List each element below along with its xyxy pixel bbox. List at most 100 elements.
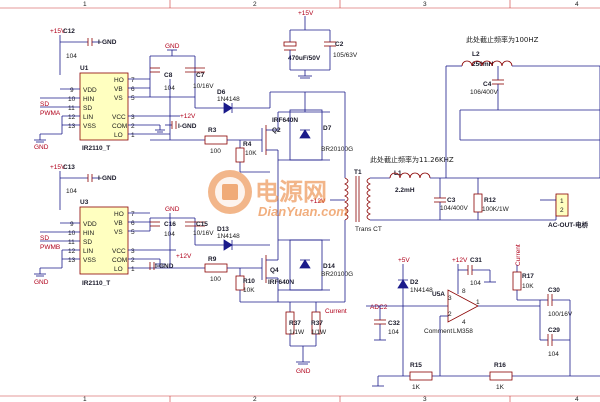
- ic-u3-ref: U3: [80, 199, 89, 206]
- sd-net-bot: SD: [40, 235, 49, 242]
- svg-text:COM: COM: [112, 123, 127, 130]
- current-net-bot: Current: [325, 308, 347, 315]
- c32-ref: C32: [388, 320, 400, 327]
- r3-value: 100: [210, 148, 221, 155]
- c15-ref: C15: [196, 221, 208, 228]
- col-label-1: 1: [83, 1, 87, 8]
- gnd-c8: GND: [165, 43, 180, 50]
- svg-text:7: 7: [131, 77, 135, 84]
- c2-value: 105/63V: [333, 52, 358, 59]
- r4-ref: R4: [243, 141, 252, 148]
- gnd-r37: GND: [296, 368, 311, 375]
- ic-u3: [79, 206, 129, 275]
- col-label-4: 4: [575, 1, 579, 8]
- col-label-3-bottom: 3: [423, 396, 427, 402]
- c31-value: 104: [470, 280, 481, 287]
- r17-value: 10K: [522, 283, 534, 290]
- c13-value: 104: [66, 188, 77, 195]
- c29-value: 104: [548, 351, 559, 358]
- ic-u1-part: IR2110_T: [82, 145, 110, 152]
- svg-text:1: 1: [131, 266, 135, 273]
- opamp-pin-2: 2: [448, 311, 452, 318]
- watermark: 电源网 DianYuan.com: [208, 170, 348, 219]
- sd-net-top: SD: [40, 101, 49, 108]
- d13-ref: D13: [217, 226, 229, 233]
- opamp-pin-8: 8: [462, 288, 466, 295]
- gnd-c16: GND: [165, 206, 180, 213]
- svg-text:3: 3: [131, 248, 135, 255]
- r12-value: 100K/1W: [482, 206, 510, 213]
- comment-label: Comment: [424, 328, 452, 335]
- t1-part: Trans CT: [355, 226, 382, 233]
- plus12v-top: +12V: [180, 113, 196, 120]
- q4-part: IRF640N: [268, 279, 294, 286]
- gnd-bot-left: GND: [34, 279, 49, 286]
- r10-value: 10K: [243, 287, 255, 294]
- svg-text:COM: COM: [112, 257, 127, 264]
- c3-value: 104/400V: [440, 205, 468, 212]
- driver-top: +15V C12 I-GND 104 U1 IR2110_T VDD HIN S…: [34, 28, 353, 200]
- svg-text:7: 7: [131, 211, 135, 218]
- col-label-4-bottom: 4: [575, 396, 579, 402]
- c31-ref: C31: [470, 257, 482, 264]
- svg-text:HIN: HIN: [83, 230, 95, 237]
- plus15v-label: +15V: [50, 28, 66, 35]
- d7-ref: D7: [323, 125, 332, 132]
- r16-value: 1K: [496, 384, 505, 391]
- c8-ref: C8: [164, 72, 173, 79]
- bulk-caps: +15V 470uF/50V C2 105/63V: [283, 10, 358, 79]
- r37a-value: 1/1W: [289, 329, 305, 336]
- r15-ref: R15: [410, 362, 422, 369]
- igd-label-top: I-GND: [98, 39, 117, 46]
- c3-ref: C3: [447, 197, 456, 204]
- out-label: AC-OUT-电桥: [548, 220, 589, 229]
- transformer-t1: T1 Trans CT +12V: [310, 169, 440, 302]
- svg-text:2: 2: [131, 123, 135, 130]
- svg-text:3: 3: [131, 114, 135, 121]
- svg-text:VSS: VSS: [83, 123, 97, 130]
- c4-value: 106/400V: [470, 89, 498, 96]
- c12-value: 104: [66, 53, 77, 60]
- note-cutoff-mid: 此处截止频率为11.26KHZ: [370, 155, 454, 164]
- l2-ref: L2: [472, 51, 480, 58]
- current-net-opamp: Current: [515, 244, 522, 266]
- out-pin-1: 1: [560, 198, 564, 205]
- svg-text:HO: HO: [114, 211, 124, 218]
- watermark-cn: 电源网: [255, 178, 327, 206]
- svg-text:13: 13: [68, 257, 76, 264]
- driver-bottom: +15V C13 I-GND 104 U3 IR2110_T VDD HIN S…: [34, 164, 353, 375]
- d2-ref: D2: [410, 279, 419, 286]
- r17-ref: R17: [522, 273, 534, 280]
- l1-value: 2.2mH: [395, 187, 415, 194]
- plus5v-d2: +5V: [398, 257, 410, 264]
- col-label-2-bottom: 2: [253, 396, 257, 402]
- c29-ref: C29: [548, 327, 560, 334]
- r37a-ref: R37: [289, 320, 301, 327]
- r10-ref: R10: [243, 278, 255, 285]
- out-pin-2: 2: [560, 207, 564, 214]
- r37b-ref: R37: [311, 320, 323, 327]
- q2-ref: Q2: [272, 127, 281, 134]
- svg-text:LIN: LIN: [83, 248, 93, 255]
- output-filter: 此处截止频率为11.26KHZ L1 2.2mH C3 104/400V R12…: [370, 35, 600, 229]
- c15-value: 10/16V: [193, 230, 214, 237]
- t1-ref: T1: [354, 169, 362, 176]
- ic-u1-ref: U1: [80, 65, 89, 72]
- opamp-section: +5V D2 1N4148 ADC2 C32 104 U5A Comment L…: [366, 244, 600, 391]
- svg-text:1: 1: [131, 132, 135, 139]
- ic-u1: [79, 72, 129, 141]
- c1-value: 470uF/50V: [288, 55, 321, 62]
- svg-text:LO: LO: [114, 132, 123, 139]
- r12-ref: R12: [484, 197, 496, 204]
- d14-value: BR20100G: [321, 271, 353, 278]
- svg-text:VS: VS: [114, 229, 123, 236]
- col-label-1-bottom: 1: [83, 396, 87, 402]
- svg-text:9: 9: [70, 87, 74, 94]
- svg-text:SD: SD: [83, 239, 92, 246]
- c13-ref: C13: [63, 164, 75, 171]
- r9-value: 100: [210, 276, 221, 283]
- gnd-top-left: GND: [34, 144, 49, 151]
- opamp-pin-4: 4: [462, 319, 466, 326]
